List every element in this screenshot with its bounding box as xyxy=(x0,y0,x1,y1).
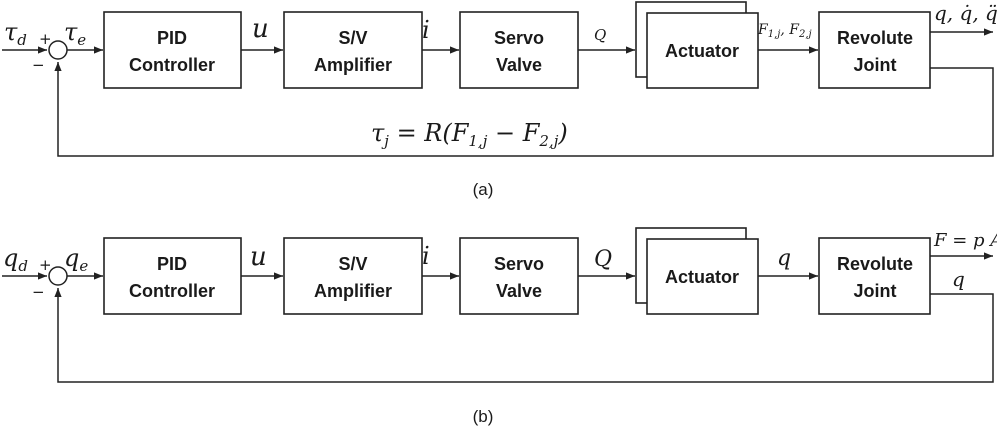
sum-minus-b: − xyxy=(32,283,45,301)
input-position-label-b: qd xyxy=(3,244,28,275)
amplifier-label-b: Amplifier xyxy=(314,281,392,301)
feedback-path-a xyxy=(54,62,994,157)
control-signal-label-b: u xyxy=(250,242,267,272)
control-signal-label-a: u xyxy=(252,14,269,44)
flow-label-a: Q xyxy=(594,26,606,44)
servo-label-b: Servo xyxy=(494,254,544,274)
revolute-label-b: Revolute xyxy=(837,254,913,274)
revolute-label-a: Revolute xyxy=(837,28,913,48)
servo-valve-block-b xyxy=(459,237,579,315)
caption-a: (a) xyxy=(473,180,494,199)
diagram-a: + − PID Controller S/V Amplifier Servo V… xyxy=(2,1,997,199)
sv-amplifier-block-b xyxy=(283,237,423,315)
sum-minus-a: − xyxy=(32,56,45,74)
actuator-label-a: Actuator xyxy=(665,41,739,61)
flow-label-b: Q xyxy=(594,247,612,272)
sum-plus-a: + xyxy=(39,30,52,48)
error-position-label-b: qe xyxy=(64,244,88,275)
valve-label-a: Valve xyxy=(496,55,542,75)
joint-label-b: Joint xyxy=(854,281,897,301)
sv-amplifier-block-a xyxy=(283,11,423,89)
actuator-label-b: Actuator xyxy=(665,267,739,287)
joint-states-label-a: q, q̇, q̈ xyxy=(934,1,997,25)
caption-b: (b) xyxy=(473,407,494,426)
current-label-b: i xyxy=(422,242,430,270)
summing-junction-a xyxy=(48,40,68,60)
pid-label-b: PID xyxy=(157,254,187,274)
feedback-path-b xyxy=(54,288,994,383)
pid-controller-block-b xyxy=(103,237,242,315)
controller-label-b: Controller xyxy=(129,281,215,301)
current-label-a: i xyxy=(422,16,430,44)
servo-label-a: Servo xyxy=(494,28,544,48)
position-label-b: q xyxy=(777,246,791,271)
input-torque-label-a: τd xyxy=(4,18,27,49)
sum-plus-b: + xyxy=(39,256,52,274)
diagram-b: + − PID Controller S/V Amplifier Servo V… xyxy=(2,227,997,426)
feedback-output-label-b: q xyxy=(952,267,965,291)
feedback-torque-equation-a: τj = R(F1,j − F2,j) xyxy=(371,119,568,150)
servo-valve-block-a xyxy=(459,11,579,89)
error-torque-label-a: τe xyxy=(64,18,86,49)
force-output-label-b: F = p A xyxy=(933,230,997,251)
actuator-block-a xyxy=(646,12,759,89)
actuator-block-b xyxy=(646,238,759,315)
valve-label-b: Valve xyxy=(496,281,542,301)
pid-label-a: PID xyxy=(157,28,187,48)
summing-junction-b xyxy=(48,266,68,286)
revolute-joint-block-a xyxy=(818,11,931,89)
joint-label-a: Joint xyxy=(854,55,897,75)
pid-controller-block-a xyxy=(103,11,242,89)
controller-label-a: Controller xyxy=(129,55,215,75)
sv-label-b: S/V xyxy=(338,254,367,274)
sv-label-a: S/V xyxy=(338,28,367,48)
revolute-joint-block-b xyxy=(818,237,931,315)
forces-label-a: F1,j, F2,j xyxy=(757,22,812,40)
amplifier-label-a: Amplifier xyxy=(314,55,392,75)
